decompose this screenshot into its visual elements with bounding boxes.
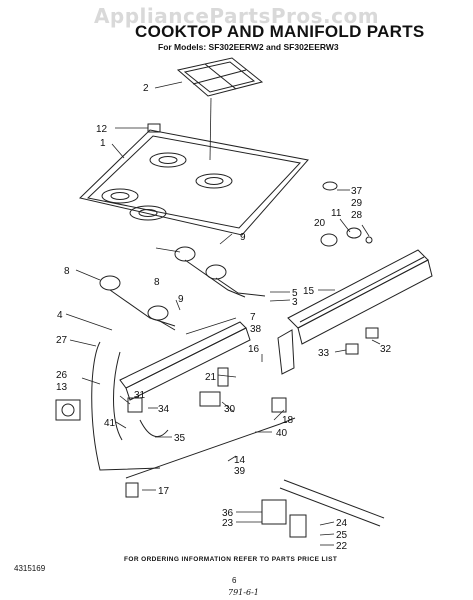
callout-14: 14 bbox=[234, 455, 246, 466]
callout-36: 36 bbox=[222, 508, 234, 519]
callout-32: 32 bbox=[380, 344, 392, 355]
page-number: 6 bbox=[232, 576, 237, 585]
callout-8-left: 8 bbox=[64, 266, 70, 277]
callout-1: 1 bbox=[100, 138, 106, 149]
watermark: AppliancePartsPros.com bbox=[93, 4, 380, 28]
callout-23: 23 bbox=[222, 518, 234, 529]
callout-31: 31 bbox=[134, 390, 146, 401]
callout-17: 17 bbox=[158, 486, 170, 497]
manifold-mount bbox=[365, 327, 379, 339]
tube-bracket bbox=[271, 397, 287, 413]
cooktop-panel bbox=[78, 129, 309, 236]
callout-13: 13 bbox=[56, 382, 68, 393]
burner-assemblies bbox=[99, 246, 266, 331]
ordering-info-note: FOR ORDERING INFORMATION REFER TO PARTS … bbox=[124, 556, 338, 563]
callout-3: 3 bbox=[292, 297, 298, 308]
burner-grate bbox=[176, 57, 264, 97]
burner-bracket bbox=[119, 321, 251, 401]
callout-24: 24 bbox=[336, 518, 348, 529]
callout-5: 5 bbox=[292, 288, 298, 299]
callout-21: 21 bbox=[205, 372, 217, 383]
callout-20: 20 bbox=[314, 218, 326, 229]
callout-4: 4 bbox=[57, 310, 63, 321]
document-number: 4315169 bbox=[14, 564, 46, 573]
callout-29: 29 bbox=[351, 198, 363, 209]
callout-25: 25 bbox=[336, 530, 348, 541]
front-bracket bbox=[277, 329, 295, 375]
callout-35: 35 bbox=[174, 433, 186, 444]
leader-lines bbox=[65, 81, 381, 546]
lower-manifold-tube bbox=[125, 417, 296, 479]
callout-15: 15 bbox=[303, 286, 315, 297]
callout-40: 40 bbox=[276, 428, 288, 439]
gas-tubes bbox=[91, 341, 161, 471]
valve-assembly bbox=[127, 367, 229, 438]
callout-18: 18 bbox=[282, 415, 294, 426]
callout-22: 22 bbox=[336, 541, 348, 552]
handwritten-note: 791-6-1 bbox=[228, 588, 259, 597]
callout-9-upper: 9 bbox=[240, 232, 246, 243]
callout-37: 37 bbox=[351, 186, 363, 197]
callout-41: 41 bbox=[104, 418, 116, 429]
bottom-bracket bbox=[125, 482, 139, 498]
callout-7: 7 bbox=[250, 312, 256, 323]
callout-39: 39 bbox=[234, 466, 246, 477]
callout-16: 16 bbox=[248, 344, 260, 355]
callout-2: 2 bbox=[143, 83, 149, 94]
callout-28: 28 bbox=[351, 210, 363, 221]
callout-8-center: 8 bbox=[154, 277, 160, 288]
callout-11: 11 bbox=[331, 208, 342, 219]
callout-9-lower: 9 bbox=[178, 294, 184, 305]
callout-labels: 1 2 12 37 29 28 11 20 9 8 8 5 15 3 9 4 7… bbox=[56, 83, 392, 552]
diagram-subtitle: For Models: SF302EERW2 and SF302EERW3 bbox=[158, 42, 339, 52]
callout-26: 26 bbox=[56, 370, 68, 381]
callout-34: 34 bbox=[158, 404, 170, 415]
control-knob-parts bbox=[320, 181, 373, 247]
callout-38: 38 bbox=[250, 324, 262, 335]
oven-burner-parts bbox=[261, 479, 385, 538]
manifold-bar bbox=[287, 249, 433, 345]
callout-33: 33 bbox=[318, 348, 330, 359]
callout-12: 12 bbox=[96, 124, 108, 135]
callout-27: 27 bbox=[56, 335, 68, 346]
manifold-clip bbox=[345, 343, 359, 355]
diagram-title: COOKTOP AND MANIFOLD PARTS bbox=[135, 22, 425, 41]
gas-regulator bbox=[55, 399, 81, 421]
callout-30: 30 bbox=[224, 404, 236, 415]
